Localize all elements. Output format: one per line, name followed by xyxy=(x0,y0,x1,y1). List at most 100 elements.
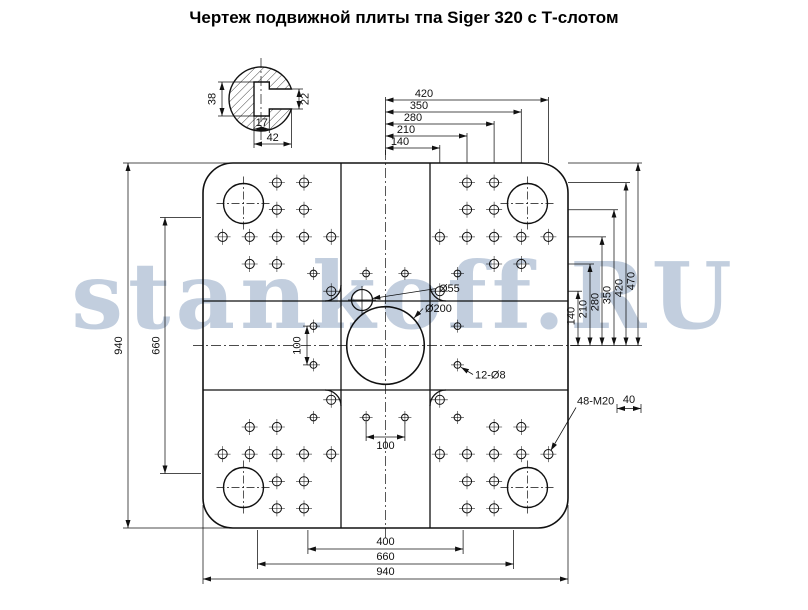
m20-hole xyxy=(268,473,285,490)
dim-right-420: 420 xyxy=(614,279,626,297)
dim-center-100v: 100 xyxy=(292,336,304,354)
m20-hole xyxy=(513,446,530,463)
m20-hole xyxy=(459,446,475,463)
callouts: Ø55 Ø200 12-Ø8 48-М20 40 xyxy=(372,283,642,451)
dim-top-280: 280 xyxy=(404,112,422,124)
m20-hole xyxy=(214,446,231,463)
m20-hole xyxy=(540,228,557,245)
dim-right-280: 280 xyxy=(590,293,602,311)
callout-d55: Ø55 xyxy=(439,283,460,295)
m20-hole xyxy=(268,256,285,272)
tie-bar-hole xyxy=(500,176,555,231)
m20-hole xyxy=(241,256,258,272)
m20-hole xyxy=(323,283,340,300)
m20-hole xyxy=(323,446,340,463)
callout-d200: Ø200 xyxy=(425,303,452,315)
dim-left-660: 660 xyxy=(151,336,163,354)
m20-hole xyxy=(486,446,503,463)
dim-bottom-400: 400 xyxy=(376,536,394,548)
m20-hole xyxy=(486,256,503,272)
m20-hole xyxy=(323,228,340,245)
drawing-title: Чертеж подвижной плиты тпа Siger 320 с Т… xyxy=(189,8,619,27)
m20-hole xyxy=(296,174,312,191)
dim-bottom-660: 660 xyxy=(376,551,394,563)
bore-d55 xyxy=(348,286,376,314)
m20-hole xyxy=(241,228,258,245)
m20-hole xyxy=(459,473,475,490)
tie-bar-hole xyxy=(216,176,271,231)
m20-hole xyxy=(486,473,503,490)
m20-hole xyxy=(296,500,312,517)
m20-hole xyxy=(513,419,530,435)
m20-hole xyxy=(486,500,503,517)
dim-right-140: 140 xyxy=(566,307,578,325)
m20-hole xyxy=(513,256,530,272)
dim-top-420: 420 xyxy=(415,88,433,100)
m20-hole xyxy=(431,283,448,300)
m20-hole xyxy=(268,446,285,463)
dimensions-bottom: 400 660 940 xyxy=(202,505,569,584)
dim-tslot-17: 17 xyxy=(256,117,268,129)
d8-hole xyxy=(398,411,412,424)
tie-bar-hole xyxy=(500,460,555,515)
dimensions-right: 140 210 280 350 420 470 xyxy=(566,162,642,346)
callout-12d8: 12-Ø8 xyxy=(475,370,506,382)
dimensions-top: 420 350 280 210 140 xyxy=(385,88,549,163)
m20-hole xyxy=(268,228,285,245)
m20-hole xyxy=(486,174,503,191)
m20-hole xyxy=(268,201,285,218)
d8-hole xyxy=(451,411,464,424)
plate-centerlines xyxy=(193,150,580,540)
center-bore-d200 xyxy=(345,305,426,386)
d8-hole xyxy=(359,267,373,280)
dim-tslot-22: 22 xyxy=(300,93,312,105)
m20-hole xyxy=(296,201,312,218)
tslot-channels xyxy=(203,163,568,528)
m20-hole xyxy=(214,228,231,245)
d8-hole xyxy=(307,267,320,280)
callout-48m20: 48-М20 xyxy=(577,396,614,408)
m20-hole xyxy=(459,228,475,245)
dim-bottom-940: 940 xyxy=(376,566,394,578)
d8-hole xyxy=(451,358,464,372)
dim-right-470: 470 xyxy=(626,272,638,290)
dimensions-left: 940 660 xyxy=(113,162,230,529)
hole-pattern-layer xyxy=(214,174,557,517)
m20-hole xyxy=(268,419,285,435)
callout-40: 40 xyxy=(623,394,635,406)
tie-bar-hole xyxy=(216,460,271,515)
dim-top-210: 210 xyxy=(397,124,415,136)
dim-top-350: 350 xyxy=(410,100,428,112)
dim-right-350: 350 xyxy=(602,286,614,304)
d8-hole xyxy=(451,319,464,333)
dim-center-100h: 100 xyxy=(376,440,394,452)
dimensions-center: 100 100 xyxy=(292,325,406,452)
dim-tslot-38: 38 xyxy=(207,93,219,105)
dim-top-140: 140 xyxy=(391,136,409,148)
m20-hole xyxy=(459,500,475,517)
m20-hole xyxy=(486,419,503,435)
d8-hole xyxy=(307,411,320,424)
m20-hole xyxy=(540,446,557,463)
m20-hole xyxy=(241,419,258,435)
m20-hole xyxy=(296,473,312,490)
m20-hole xyxy=(268,174,285,191)
dim-right-210: 210 xyxy=(578,300,590,318)
m20-hole xyxy=(486,228,503,245)
m20-hole xyxy=(431,446,448,463)
m20-hole xyxy=(296,446,312,463)
d8-hole xyxy=(451,267,464,280)
plate-outline xyxy=(202,162,569,529)
m20-hole xyxy=(431,391,448,408)
m20-hole xyxy=(459,201,475,218)
m20-hole xyxy=(241,446,258,463)
dim-left-940: 940 xyxy=(113,336,125,354)
m20-hole xyxy=(459,174,475,191)
m20-hole xyxy=(513,228,530,245)
m20-hole xyxy=(323,391,340,408)
m20-hole xyxy=(486,201,503,218)
m20-hole xyxy=(431,228,448,245)
m20-hole xyxy=(268,500,285,517)
